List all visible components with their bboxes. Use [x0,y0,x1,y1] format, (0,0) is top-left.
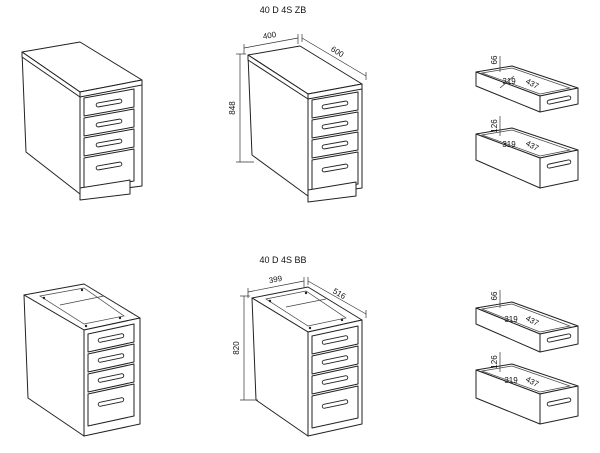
drawer-front-4 [311,151,359,193]
depth-dimension-line [307,280,367,315]
drawer-zb-deep: 126 319 437 [475,116,579,189]
depth-label: 600 [329,45,346,60]
section-title-bb: 40 D 4S BB [259,255,306,265]
drawer-inner-outline [480,303,572,333]
handle-icon [546,397,572,407]
cabinet-top-opening [265,290,347,327]
drawer-height-label: 126 [490,355,499,369]
handle-icon [95,161,123,171]
handle-icon [95,138,123,148]
drawer-inner-outline [480,365,572,393]
plinth [307,181,357,203]
drawer-front [539,385,579,425]
width-dimension-line [243,37,299,49]
drawer-width-label: 319 [504,376,518,385]
frame-rail [59,295,105,306]
drawer-height-label: 66 [490,55,499,64]
depth-dimension-line [301,37,367,77]
handle-icon [97,373,125,383]
drawer-height-label: 126 [490,119,499,133]
drawer-zb-shallow: 66 319 437 [475,55,579,113]
handle-icon [95,118,123,128]
handle-icon [95,98,123,108]
drawer-width-label: 319 [502,140,516,149]
handle-icon [97,397,125,407]
depth-label: 516 [331,287,348,302]
width-dimension-line [499,75,515,89]
width-label: 399 [268,274,283,285]
fixing-dot [304,291,308,295]
drawer-width-label: 319 [502,77,516,86]
handle-icon [321,375,349,385]
fixing-dot [268,299,272,303]
worktop-front-edge [79,79,143,98]
drawer-inner-outline [480,129,572,157]
cabinet-zb-dimensioned: 400 600 848 [228,30,367,203]
cabinet-zb-plain [21,41,143,201]
handle-icon [321,335,349,345]
handle-icon [97,333,125,343]
height-label: 848 [228,101,237,115]
handle-icon [321,163,349,173]
frame-rail [285,298,327,308]
drawer-bb-shallow: 66 319 437 [475,290,579,353]
drawer-front-4 [311,385,359,429]
height-label: 820 [232,341,241,355]
fixing-dot [340,318,344,322]
handle-icon [321,399,349,409]
handle-icon [97,353,125,363]
plinth [79,179,131,201]
handle-icon [321,140,349,150]
handle-icon [546,95,572,105]
handle-icon [321,120,349,130]
handle-icon [546,333,572,343]
drawer-inner-outline [480,67,572,95]
width-label: 400 [262,30,277,41]
handle-icon [321,100,349,110]
handle-icon [321,355,349,365]
fixing-dot [80,288,84,292]
handle-icon [546,159,572,169]
drawer-bb-deep: 126 319 437 [475,352,579,425]
drawer-front-4 [87,383,135,427]
fixing-dot [42,296,46,300]
fixing-dot [84,324,88,328]
fixing-dot [308,326,312,330]
worktop-front-edge [307,83,363,100]
section-title-zb: 40 D 4S ZB [260,5,307,15]
drawer-height-label: 66 [490,291,499,300]
cabinet-bb-dimensioned: 399 516 820 [232,274,367,437]
width-dimension-line [247,280,305,293]
fixing-dot [118,316,122,320]
drawer-width-label: 319 [504,315,518,324]
drawer-front-4 [83,148,135,191]
cabinet-bb-plain [23,283,141,437]
cabinet-top-opening [39,287,125,325]
